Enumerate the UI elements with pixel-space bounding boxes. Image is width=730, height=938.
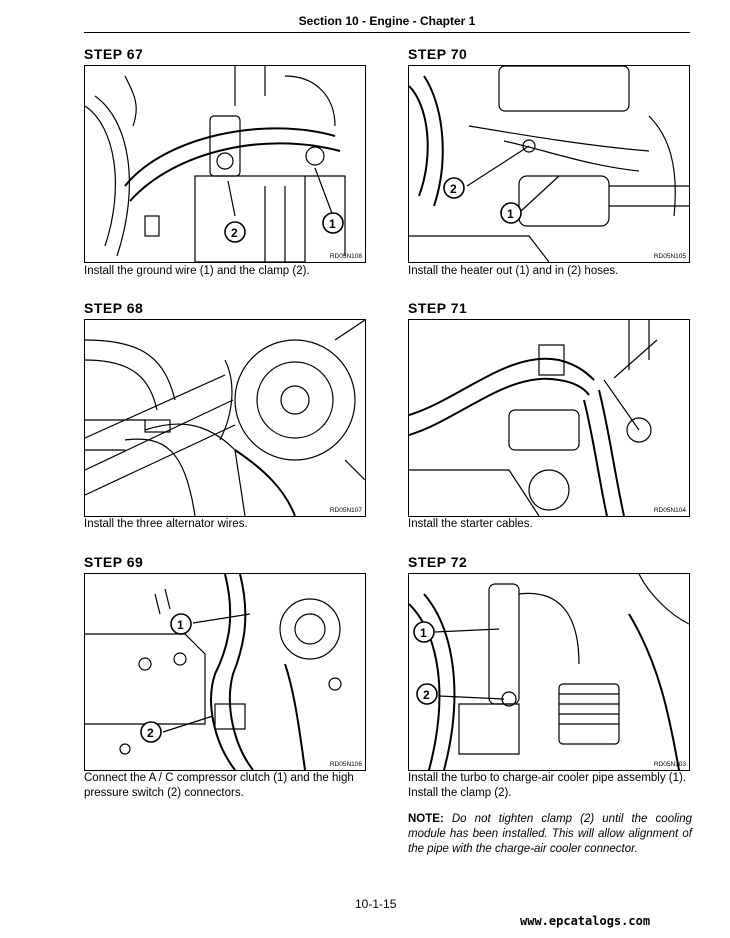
figure-id: RD05N105 xyxy=(653,253,686,260)
note-label: NOTE: xyxy=(408,813,444,825)
step-70-caption: Install the heater out (1) and in (2) ho… xyxy=(408,265,619,277)
page-header: Section 10 - Engine - Chapter 1 xyxy=(298,14,476,28)
note: NOTE: Do not tighten clamp (2) until the… xyxy=(408,812,692,857)
step-67-caption: Install the ground wire (1) and the clam… xyxy=(84,265,310,277)
step-68-caption: Install the three alternator wires. xyxy=(84,518,248,530)
figure-id: RD05N106 xyxy=(329,761,362,768)
callout-2: 2 xyxy=(443,177,465,199)
step-67-title: STEP 67 xyxy=(84,46,144,62)
callout-2: 2 xyxy=(416,683,438,705)
figure-id: RD05N107 xyxy=(329,507,362,514)
callout-1: 1 xyxy=(500,202,522,224)
step-71-title: STEP 71 xyxy=(408,300,468,316)
callout-2: 2 xyxy=(140,721,162,743)
page-number: 10-1-15 xyxy=(355,897,397,911)
step-70-figure: 2 1 RD05N105 xyxy=(408,65,690,263)
watermark-url: www.epcatalogs.com xyxy=(520,914,651,928)
svg-text:2: 2 xyxy=(231,226,238,240)
step-71-figure: RD05N104 xyxy=(408,319,690,517)
step-69-illustration: 1 2 xyxy=(85,574,342,770)
step-72-title: STEP 72 xyxy=(408,554,468,570)
svg-text:1: 1 xyxy=(329,217,336,231)
svg-text:1: 1 xyxy=(177,618,184,632)
step-71-illustration xyxy=(409,320,658,516)
step-69-caption: Connect the A / C compressor clutch (1) … xyxy=(84,772,354,799)
step-70-title: STEP 70 xyxy=(408,46,468,62)
callout-1: 1 xyxy=(170,613,192,635)
step-72-caption: Install the turbo to charge-air cooler p… xyxy=(408,772,687,799)
step-68-figure: RD05N107 xyxy=(84,319,366,517)
note-text: Do not tighten clamp (2) until the cooli… xyxy=(408,813,692,855)
step-72-figure: 1 2 RD05N103 xyxy=(408,573,690,771)
step-69-title: STEP 69 xyxy=(84,554,144,570)
figure-id: RD05N108 xyxy=(329,253,362,260)
step-68-title: STEP 68 xyxy=(84,300,144,316)
svg-text:2: 2 xyxy=(423,688,430,702)
svg-text:1: 1 xyxy=(507,207,514,221)
step-68-illustration xyxy=(85,320,365,516)
svg-text:2: 2 xyxy=(147,726,154,740)
step-67-figure: 2 1 RD05N108 xyxy=(84,65,366,263)
step-72-illustration: 1 2 xyxy=(409,574,689,770)
step-69-figure: 1 2 RD05N106 xyxy=(84,573,366,771)
callout-1: 1 xyxy=(322,212,344,234)
header-rule xyxy=(84,32,690,33)
callout-2: 2 xyxy=(224,221,246,243)
step-67-illustration: 2 1 xyxy=(85,66,346,262)
svg-text:1: 1 xyxy=(420,626,427,640)
figure-id: RD05N103 xyxy=(653,761,686,768)
step-70-illustration: 2 1 xyxy=(409,66,689,262)
step-71-caption: Install the starter cables. xyxy=(408,518,533,530)
callout-1: 1 xyxy=(413,621,435,643)
svg-text:2: 2 xyxy=(450,182,457,196)
figure-id: RD05N104 xyxy=(653,507,686,514)
